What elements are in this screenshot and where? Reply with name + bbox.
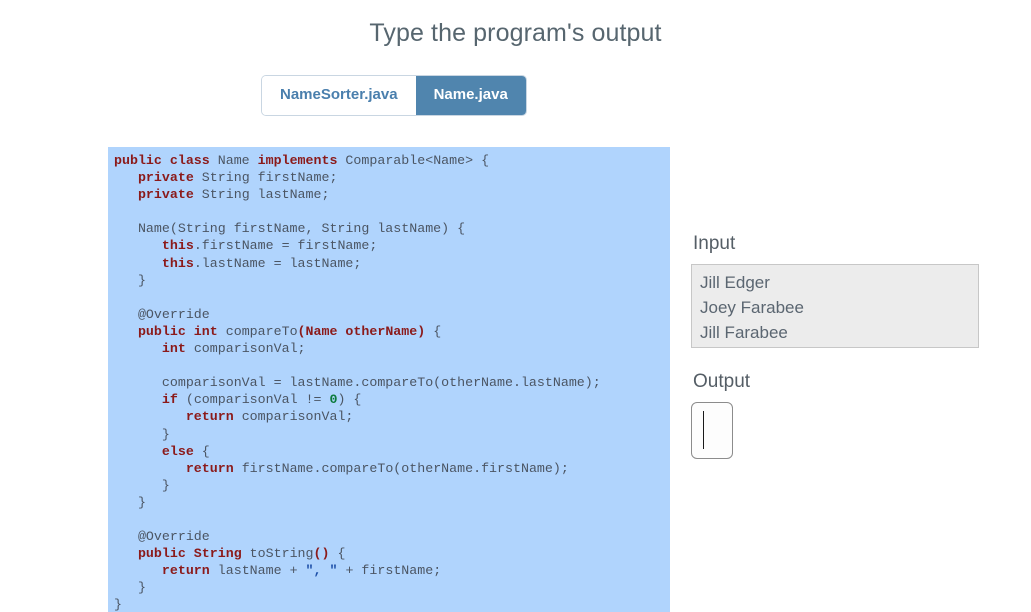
- code-token: public String: [137, 546, 242, 562]
- code-token: [114, 461, 186, 476]
- output-label: Output: [693, 371, 751, 392]
- text-caret: [703, 411, 704, 449]
- code-token: (): [313, 546, 330, 562]
- code-token: @Override: [114, 306, 210, 322]
- code-token: .lastName = lastName;: [193, 255, 362, 271]
- code-token: if: [161, 392, 178, 408]
- code-token: [114, 170, 138, 185]
- code-token: .firstName = firstName;: [193, 238, 378, 254]
- code-token: [114, 256, 162, 271]
- code-token: private: [137, 170, 194, 186]
- code-token: lastName +: [209, 563, 306, 579]
- code-token: comparisonVal;: [185, 341, 306, 357]
- code-token: }: [114, 477, 170, 493]
- code-token: public class: [114, 153, 210, 168]
- tab-name-java[interactable]: Name.java: [415, 76, 526, 115]
- input-line: Jill Edger: [700, 273, 770, 292]
- code-token: this: [161, 238, 194, 254]
- code-token: }: [114, 272, 146, 288]
- output-input[interactable]: [691, 402, 733, 459]
- code-token: compareTo: [217, 323, 298, 339]
- code-token: Name(String firstName, String lastName) …: [114, 221, 466, 237]
- code-token: implements: [257, 153, 338, 168]
- code-token: this: [161, 255, 194, 271]
- code-token: ", ": [305, 563, 338, 579]
- code-token: public int: [137, 323, 218, 339]
- code-token: [114, 187, 138, 202]
- code-token: [114, 324, 138, 339]
- code-token: (Name otherName): [297, 323, 426, 339]
- input-label: Input: [693, 233, 736, 254]
- code-token: [114, 563, 162, 578]
- code-token: [114, 444, 162, 459]
- code-token: private: [137, 187, 194, 203]
- code-token: comparisonVal;: [233, 409, 354, 425]
- code-token: else: [161, 443, 194, 459]
- page-title: Type the program's output: [369, 19, 662, 47]
- code-token: comparisonVal = lastName.compareTo(other…: [114, 375, 601, 391]
- code-viewer: public class Name implements Comparable<…: [108, 147, 670, 612]
- code-token: Comparable<Name> {: [337, 153, 490, 168]
- code-token: return: [185, 460, 234, 476]
- input-line: Joey Farabee: [700, 298, 804, 317]
- code-token: }: [114, 426, 170, 442]
- code-token: [114, 392, 162, 407]
- code-token: (comparisonVal !=: [177, 392, 330, 408]
- code-token: [114, 238, 162, 253]
- code-token: [114, 409, 186, 424]
- code-token: [114, 341, 162, 356]
- code-token: + firstName;: [337, 563, 442, 579]
- code-token: }: [114, 580, 146, 596]
- code-body: public class Name implements Comparable<…: [108, 152, 670, 612]
- code-token: }: [114, 597, 122, 612]
- code-token: @Override: [114, 529, 210, 545]
- code-token: String lastName;: [193, 187, 330, 203]
- file-tab-bar: NameSorter.java Name.java: [262, 76, 526, 115]
- code-token: return: [185, 409, 234, 425]
- tab-namesorter-java[interactable]: NameSorter.java: [262, 76, 416, 115]
- code-token: 0: [329, 392, 338, 408]
- code-token: int: [161, 341, 186, 357]
- input-line: Jill Farabee: [700, 323, 788, 342]
- code-token: ) {: [337, 392, 362, 408]
- code-token: return: [161, 563, 210, 579]
- code-token: [114, 546, 138, 561]
- code-token: {: [425, 323, 442, 339]
- code-token: {: [329, 546, 346, 562]
- code-token: String firstName;: [193, 170, 338, 186]
- code-token: toString: [241, 546, 314, 562]
- code-token: Name: [209, 153, 258, 168]
- code-token: firstName.compareTo(otherName.firstName)…: [233, 460, 569, 476]
- code-token: }: [114, 494, 146, 510]
- code-token: {: [193, 443, 210, 459]
